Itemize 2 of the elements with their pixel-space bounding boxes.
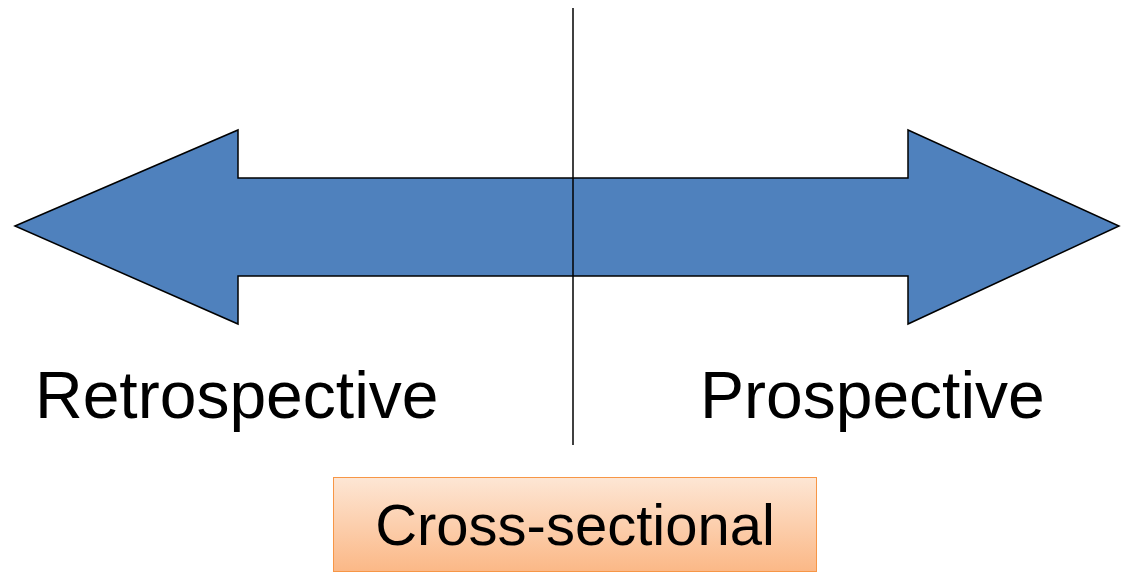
box-text: Cross-sectional [375, 495, 775, 554]
category-box [333, 477, 817, 572]
